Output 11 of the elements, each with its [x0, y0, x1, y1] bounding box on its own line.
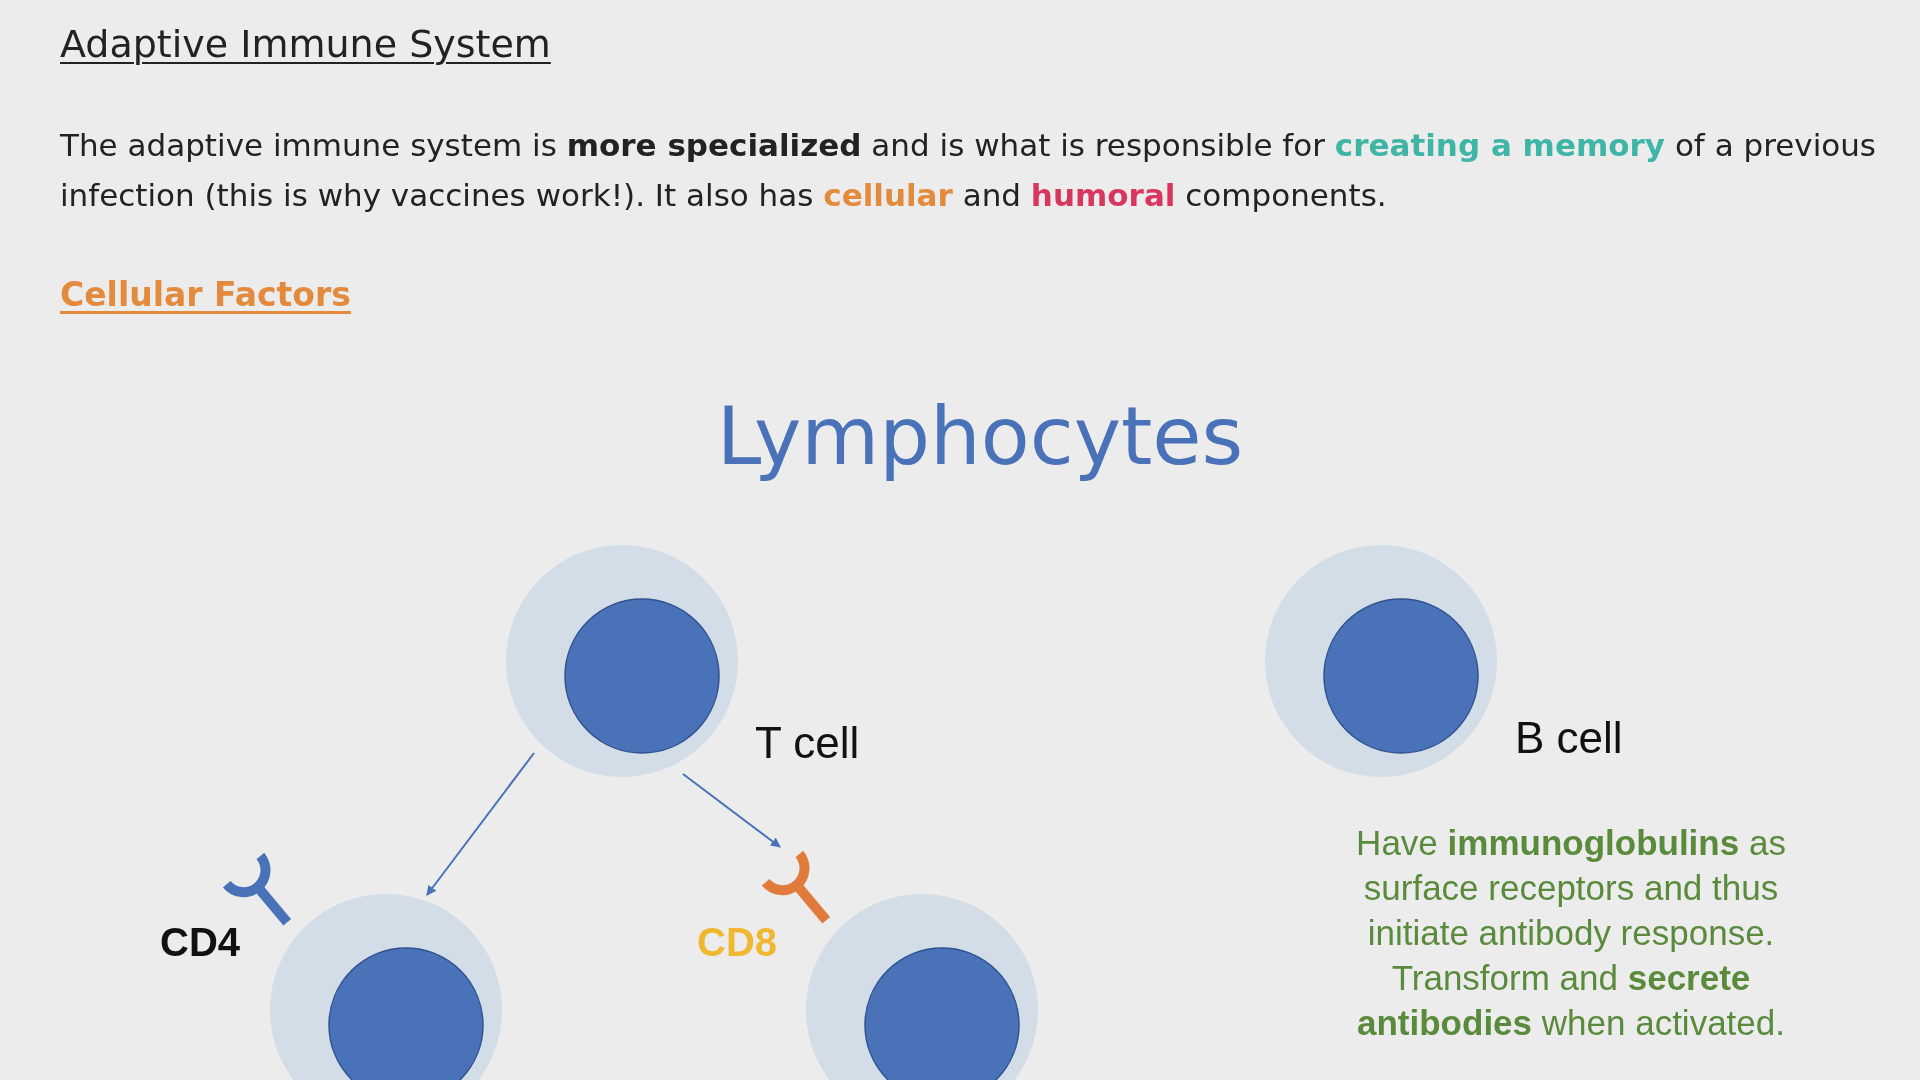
slide-heading: Lymphocytes: [715, 390, 1245, 483]
description-text: Have immunoglobulins as surface receptors and thus initiate antibody response. Transform and secrete antibodies when activated.: [1355, 822, 1787, 1044]
page-title: Adaptive Immune System: [60, 22, 551, 66]
receptor-label: CD8: [697, 920, 778, 965]
section-heading: Cellular Factors: [60, 275, 351, 314]
cell-label: B cell: [1515, 713, 1623, 763]
arrow: [682, 773, 781, 848]
cell-label: T cell: [755, 718, 860, 768]
arrow: [426, 752, 535, 896]
receptor-label: CD4: [160, 920, 241, 965]
paragraph: The adaptive immune system is more specialized and is what is responsible for creating a memory of a previous infection (this is why vaccines work!). It also has cellular and humoral components.: [60, 126, 1878, 215]
